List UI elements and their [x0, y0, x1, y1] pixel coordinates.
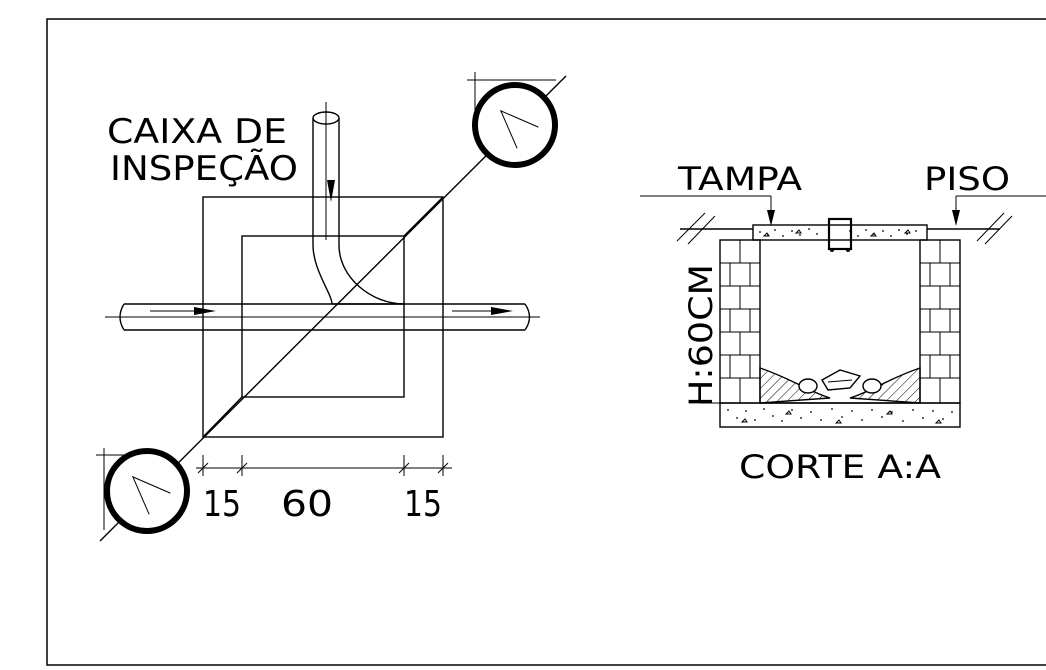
- leader-cover: [640, 195, 775, 226]
- label-height: H:60CM: [682, 264, 720, 407]
- section-marker-bottom: [96, 448, 190, 534]
- section-marker-top: [467, 72, 558, 168]
- flow-arrow-left: [150, 307, 216, 315]
- drawing-frame: [46, 18, 1046, 666]
- concrete-base: [719, 402, 961, 428]
- inlet-pipe-bend: [312, 102, 405, 305]
- plan-view: CAIXA DE INSPEÇÃO A A 15 60 15: [96, 72, 567, 542]
- plan-title-line2: INSPEÇÃO: [110, 149, 298, 189]
- label-cover: TAMPA: [677, 160, 802, 198]
- section-view: TAMPA PISO H:60CM CORTE A:A: [640, 160, 1046, 486]
- dimension-line: [196, 455, 452, 476]
- label-floor: PISO: [924, 160, 1010, 198]
- corner-diagonal-sw: [202, 396, 243, 438]
- flow-arrow-right: [452, 307, 513, 315]
- brick-wall-left: [719, 239, 761, 404]
- cover-slab: [752, 224, 928, 241]
- cover-handle: [827, 217, 853, 252]
- plan-title-line1: CAIXA DE: [107, 112, 287, 152]
- channel-pipe-pieces: [798, 369, 882, 394]
- corner-diagonal-ne: [403, 196, 444, 237]
- channel-bottom-fill: [759, 367, 921, 404]
- horizontal-pipe: [105, 303, 540, 331]
- dimension-left: 15: [203, 484, 241, 525]
- section-caption: CORTE A:A: [739, 448, 941, 486]
- dimension-middle: 60: [281, 484, 333, 525]
- brick-wall-right: [919, 239, 961, 404]
- flow-arrow-down: [327, 180, 335, 202]
- leader-floor: [952, 195, 1046, 226]
- dimension-right: 15: [404, 484, 442, 525]
